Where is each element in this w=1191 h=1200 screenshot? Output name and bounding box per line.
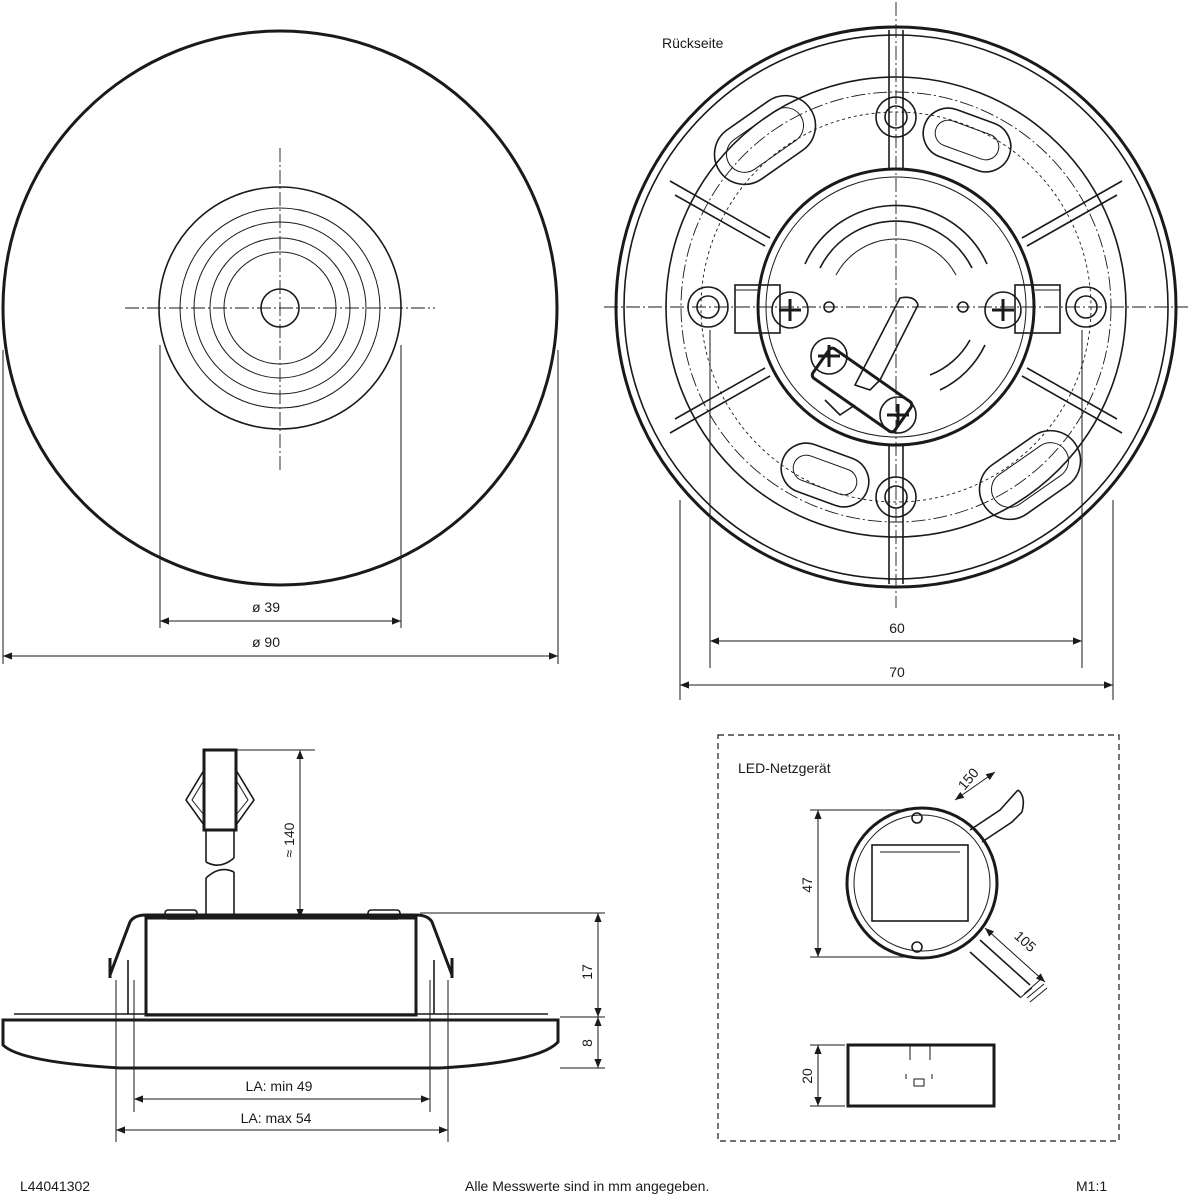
power-supply: LED-Netzgerät 47 150 105 (717, 734, 1120, 1142)
side-dim-cable: ≈ 140 (281, 822, 297, 857)
back-dim-outer: 70 (889, 664, 905, 680)
footer-code: L44041302 (20, 1178, 91, 1194)
side-dim-la-min: LA: min 49 (246, 1078, 313, 1094)
front-view: ø 39 ø 90 (1, 29, 559, 664)
footer-note: Alle Messwerte sind in mm angegeben. (465, 1178, 710, 1194)
front-dim-inner: ø 39 (252, 599, 280, 615)
footer-scale: M1:1 (1076, 1178, 1108, 1194)
ps-dim-cable-b: 105 (1011, 928, 1039, 956)
back-view-title: Rückseite (662, 35, 724, 51)
back-dim-inner: 60 (889, 620, 905, 636)
side-dim-la-max: LA: max 54 (241, 1110, 312, 1126)
side-dim-flange: 8 (579, 1039, 595, 1047)
ps-dim-diameter: 47 (799, 877, 815, 893)
front-dim-outer: ø 90 (252, 634, 280, 650)
back-view: Rückseite (604, 2, 1188, 700)
power-supply-title: LED-Netzgerät (738, 760, 831, 776)
ps-dim-height: 20 (799, 1068, 815, 1084)
side-view: ≈ 140 17 8 LA: min 49 LA: max 54 (1, 748, 605, 1142)
ps-dim-cable-a: 150 (955, 765, 982, 793)
side-dim-height: 17 (579, 964, 595, 980)
